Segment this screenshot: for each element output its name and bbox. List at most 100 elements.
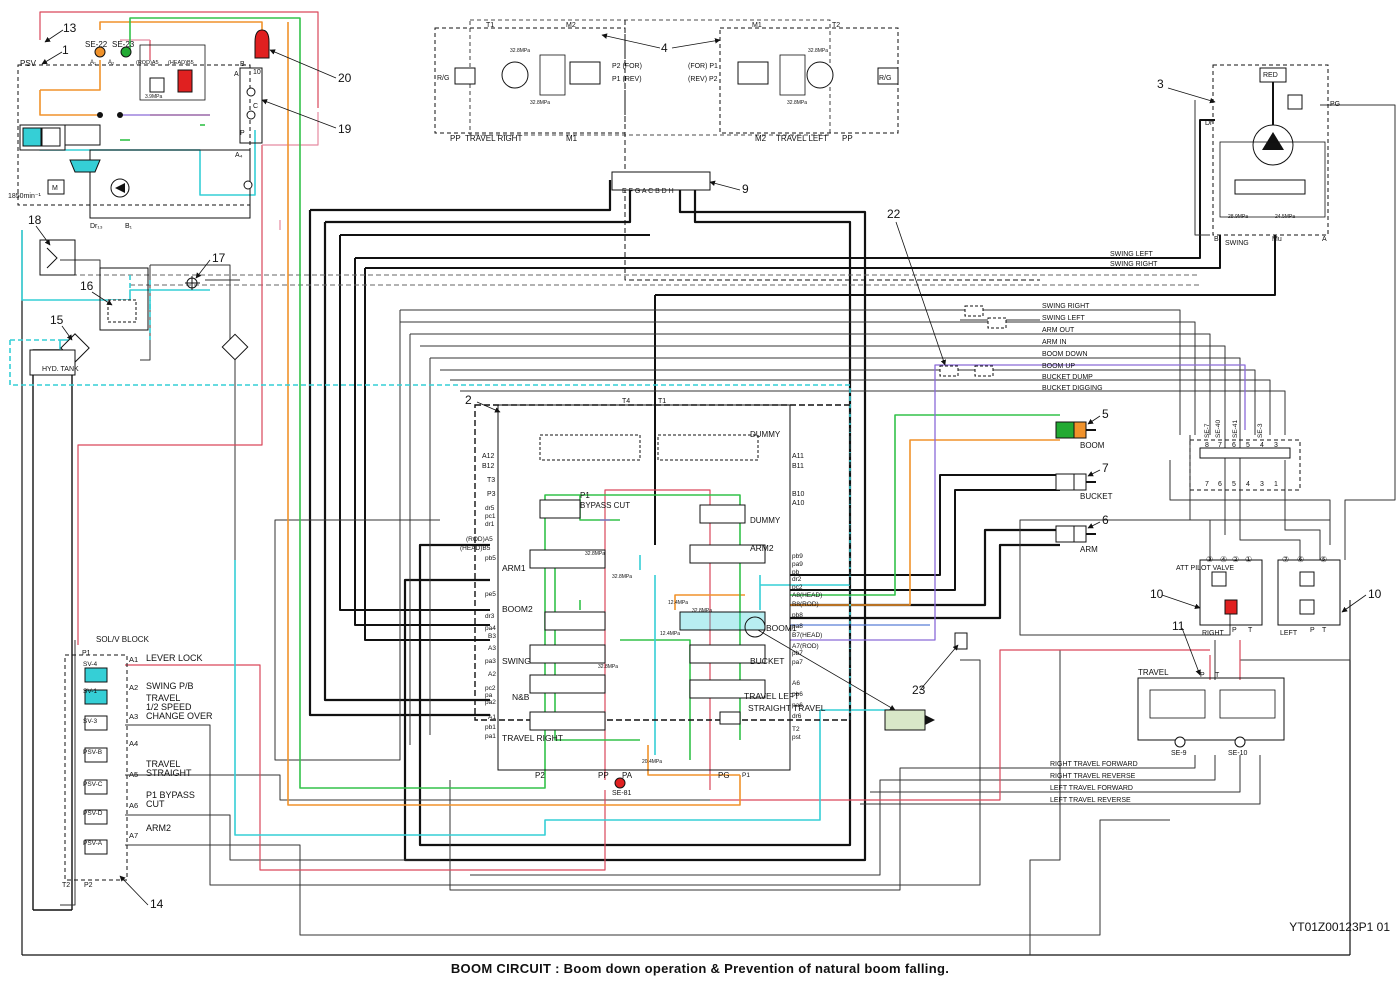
cv-port-pc2: pc2 — [485, 685, 496, 692]
swing-mu-label: Mu — [1272, 236, 1282, 243]
sol-fn-swing-pb: SWING P/B — [146, 681, 194, 691]
section-swing: SWING — [502, 656, 531, 666]
check-valve-23 — [884, 632, 968, 731]
cv-t1-label: T1 — [658, 398, 666, 405]
sensor-num-4: 4 — [1260, 442, 1264, 449]
swing-red-label: RED — [1263, 72, 1278, 79]
cv-port-pb5: pb5 — [485, 555, 496, 562]
cv-port-pb6: pb6 — [792, 691, 803, 698]
callout-5: 5 — [1102, 407, 1109, 421]
sol-psv-c: PSV-C — [83, 781, 103, 788]
sensor-se3: SE-3 — [1257, 423, 1264, 438]
cv-port-pe5: pe5 — [485, 591, 496, 598]
section-bucket: BUCKET — [750, 656, 784, 666]
m1-top-label: M1 — [752, 22, 762, 29]
bucket-cylinder-label: BUCKET — [1080, 492, 1113, 501]
att-circle-2: ② — [1232, 555, 1239, 564]
cv-dummy-top: DUMMY — [750, 430, 781, 439]
se81-label: SE-81 — [612, 790, 632, 797]
travel-pilot-label: TRAVEL — [1138, 668, 1169, 677]
sol-sv4: SV-4 — [83, 661, 97, 668]
se23-label: SE-23 — [112, 40, 135, 49]
travel-right-pressure-2: 32.8MPa — [530, 100, 550, 106]
swing-b-label: B — [1214, 236, 1219, 243]
callout-2: 2 — [465, 393, 472, 407]
att-pilot-valve-label: ATT PILOT VALVE — [1176, 565, 1234, 572]
port-b-label: B — [240, 61, 245, 68]
sol-block-title: SOL/V BLOCK — [96, 635, 150, 644]
cv-port-pc2r: pc2 — [792, 584, 803, 591]
cv-port-rod-a5: (ROD)A5 — [466, 536, 493, 543]
pilot-line-labels: SWING LEFT SWING RIGHT SWING RIGHT SWING… — [1042, 251, 1158, 392]
sol-fn-travel-2: TRAVEL — [146, 759, 180, 769]
cv-port-head-b5: (HEAD)B5 — [460, 545, 491, 552]
pilot-boom-down: BOOM DOWN — [1042, 351, 1088, 358]
sol-psv-b: PSV-B — [83, 749, 102, 756]
section-boom2: BOOM2 — [502, 604, 533, 614]
att-t-label: T — [1248, 627, 1253, 634]
cv-port-pc1: pc1 — [485, 513, 496, 520]
sensor-bottom-3: 3 — [1260, 481, 1264, 488]
sol-port-a7: A7 — [129, 831, 138, 840]
cv-port-a1: A1 — [488, 714, 496, 721]
pilot-swing-left-top: SWING LEFT — [1110, 251, 1154, 258]
pp-right-label: PP — [450, 134, 461, 143]
att-circle-3: ③ — [1206, 555, 1213, 564]
cv-t3-label: T3 — [487, 477, 495, 484]
att-p-label: P — [1232, 627, 1237, 634]
travel-pilot-t: T — [1215, 672, 1220, 679]
callout-7: 7 — [1102, 461, 1109, 475]
travel-left-label: TRAVEL LEFT — [776, 134, 828, 143]
rev-p2-label: (REV) P2 — [688, 76, 718, 83]
cv-pressure-3: 12.4MPa — [668, 600, 688, 606]
cv-port-pa6: pa6 — [792, 702, 803, 709]
att-pilot-valve: ③ ④ ② ① ⑦ ⑥ ⑤ ATT PILOT VALVE RIGHT LEFT… — [1176, 555, 1341, 637]
section-arm2: ARM2 — [750, 543, 774, 553]
sol-port-a6: A6 — [129, 801, 138, 810]
sol-fn-lever-lock: LEVER LOCK — [146, 653, 203, 663]
cv-a12-label: A12 — [482, 453, 495, 460]
att-right-label: RIGHT — [1202, 630, 1225, 637]
sol-sv3: SV-3 — [83, 718, 97, 725]
engine-rpm-label: 1850min⁻¹ — [8, 193, 42, 200]
cv-bottom-ports: P2 PP PA PG — [535, 771, 730, 780]
t2-label: T2 — [832, 22, 840, 29]
sensor-num-7: 7 — [1218, 442, 1222, 449]
section-travel-left: TRAVEL LEFT — [744, 691, 799, 701]
solenoid-valve-block: SOL/V BLOCK P1 T2 P2 SV-4 SV-1 SV-3 PSV-… — [62, 635, 213, 889]
cv-port-pb: pb — [792, 569, 800, 576]
pilot-swing-right: SWING RIGHT — [1042, 303, 1090, 310]
cv-a11-label: A11 — [792, 453, 804, 460]
sol-psv-a: PSV-A — [83, 840, 103, 847]
hyd-tank-label: HYD. TANK — [42, 366, 79, 373]
pilot-swing-left: SWING LEFT — [1042, 315, 1086, 322]
cv-port-a7-rod: A7(ROD) — [792, 643, 819, 650]
cv-bottom-pa: PA — [622, 771, 633, 780]
psv-label: PSV — [20, 59, 37, 68]
cv-port-pa: pa — [485, 692, 493, 699]
cv-port-pb9: pb9 — [792, 553, 803, 560]
sol-fn-change-over: CHANGE OVER — [146, 711, 213, 721]
cv-left-ports: dr5 pc1 dr1 (ROD)A5 (HEAD)B5 pb5 pe5 dr3… — [460, 505, 496, 740]
callout-18: 18 — [28, 213, 42, 227]
cv-port-a3: A3 — [488, 645, 496, 652]
callout-9: 9 — [742, 182, 749, 196]
att-p-label-right: P — [1310, 627, 1315, 634]
pilot-arm-out: ARM OUT — [1042, 327, 1075, 334]
cv-a10-label: A10 — [792, 500, 805, 507]
left-travel-forward: LEFT TRAVEL FORWARD — [1050, 785, 1133, 792]
att-circle-4: ④ — [1220, 555, 1227, 564]
hydraulic-tank-group: HYD. TANK — [29, 239, 249, 376]
callout-23: 23 — [912, 683, 926, 697]
cv-b10-label: B10 — [792, 491, 805, 498]
boom-cylinder-label: BOOM — [1080, 441, 1105, 450]
pressure-sensor-block: SE-7 SE-40 SE-41 SE-3 8 7 6 5 4 3 7 6 5 … — [1189, 420, 1301, 491]
swivel-ports-label: E F G A C B D H — [622, 188, 674, 195]
cv-pressure-7: 20.4MPa — [642, 759, 662, 765]
travel-left-pressure: 32.8MPa — [808, 48, 828, 54]
cv-port-pst: pst — [792, 734, 801, 741]
a1-label: A₁ — [90, 60, 96, 66]
callout-3: 3 — [1157, 77, 1164, 91]
cv-port-pa2: pa2 — [485, 699, 496, 706]
p1-rev-label: P1 (REV) — [612, 76, 642, 83]
